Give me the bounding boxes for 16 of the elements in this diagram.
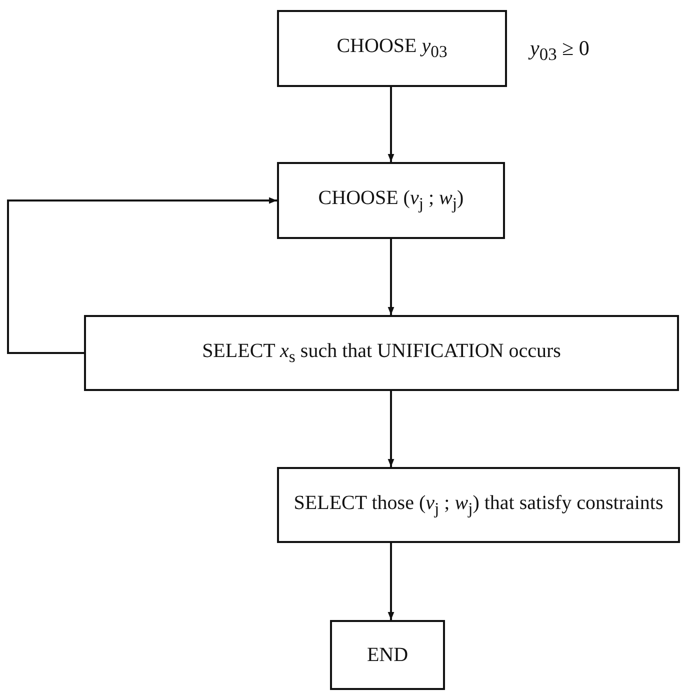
- arrow: [388, 391, 394, 467]
- arrow: [388, 87, 394, 162]
- process-box: [277, 162, 505, 239]
- box-label: END: [366, 644, 408, 666]
- arrow: [388, 543, 394, 620]
- box-label: CHOOSE y$_{03}$: [336, 35, 448, 62]
- box-label: SELECT those (v$_{j}$ ; w$_{j}$) that satisfy constraints: [294, 492, 664, 518]
- arrow: [388, 239, 394, 315]
- arrow: [7, 197, 277, 354]
- process-box: [277, 10, 507, 87]
- process-box: [277, 467, 680, 543]
- constraint-note: y$_{03}$ ≥ 0: [530, 36, 590, 66]
- box-label: SELECT x$_{s}$ such that UNIFICATION occurs: [202, 340, 561, 366]
- box-label: CHOOSE (v$_{j}$ ; w$_{j}$): [318, 187, 464, 214]
- process-box: [84, 315, 679, 391]
- process-box: [330, 620, 445, 690]
